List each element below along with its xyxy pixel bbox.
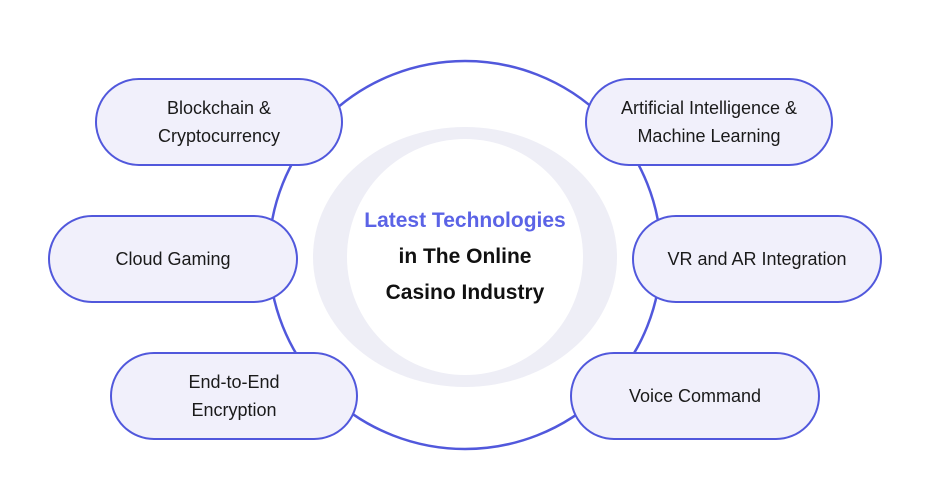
center-subtitle-line-2: Casino Industry bbox=[385, 281, 545, 304]
node-blockchain-cryptocurrency: Blockchain & Cryptocurrency bbox=[95, 78, 343, 166]
node-label-line-1: Artificial Intelligence & bbox=[620, 98, 798, 118]
node-ai-machine-learning: Artificial Intelligence & Machine Learni… bbox=[585, 78, 833, 166]
node-end-to-end-encryption: End-to-End Encryption bbox=[110, 352, 358, 440]
center-halo: Latest Technologies in The Online Casino… bbox=[313, 127, 617, 387]
center-title: Latest Technologies bbox=[364, 209, 566, 232]
node-label-line-2: Encryption bbox=[191, 400, 277, 420]
center-subtitle-line-1: in The Online bbox=[398, 245, 532, 268]
node-vr-ar-integration: VR and AR Integration bbox=[632, 215, 882, 303]
node-label-line-1: End-to-End bbox=[188, 372, 280, 392]
node-label: Cloud Gaming bbox=[115, 249, 231, 269]
node-label-line-1: Blockchain & bbox=[166, 98, 272, 118]
node-label: VR and AR Integration bbox=[667, 249, 847, 269]
center-circle: Latest Technologies in The Online Casino… bbox=[347, 139, 583, 375]
node-label-line-2: Cryptocurrency bbox=[157, 126, 281, 146]
node-voice-command: Voice Command bbox=[570, 352, 820, 440]
node-cloud-gaming: Cloud Gaming bbox=[48, 215, 298, 303]
node-label: Voice Command bbox=[628, 386, 762, 406]
node-label-line-2: Machine Learning bbox=[637, 126, 781, 146]
